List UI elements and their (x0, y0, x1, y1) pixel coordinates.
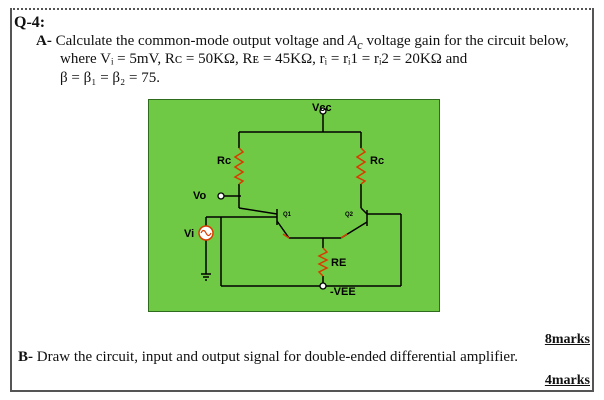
part-a-line3: β = β₁ = β₂ = 75. (60, 70, 160, 86)
re-label: RE (331, 257, 346, 269)
q2-collector (360, 207, 368, 215)
circuit-schematic: Vcc Rc Rc Vo Q1 Q2 Vi RE -VEE (184, 102, 402, 298)
rc-left-resistor (233, 147, 245, 185)
part-b-text: Draw the circuit, input and output signa… (36, 349, 518, 365)
vcc-label: Vcc (312, 102, 332, 114)
circuit-diagram: Vcc Rc Rc Vo Q1 Q2 Vi RE -VEE (148, 99, 440, 312)
ac-subscript: c (357, 38, 363, 52)
page-border (10, 8, 594, 392)
q1-collector (238, 207, 278, 215)
rc-right-resistor (355, 147, 367, 185)
vcc-terminal (319, 107, 327, 115)
q2-arrow (340, 233, 348, 239)
part-a-line1: A- Calculate the common-mode output volt… (36, 32, 592, 54)
vee-terminal (319, 282, 327, 290)
q1-emitter (276, 220, 290, 239)
ground-icon (201, 273, 211, 281)
sine-wave-icon (200, 229, 212, 237)
part-a-line2: where Vᵢ = 5mV, Rᴄ = 50KΩ, Rᴇ = 45KΩ, rᵢ… (60, 51, 468, 67)
ac-symbol: A (348, 33, 358, 49)
vi-label: Vi (184, 228, 194, 240)
marks-part-a: 8marks (544, 332, 590, 347)
q1-arrow (282, 233, 290, 239)
rc-left-label: Rc (217, 155, 231, 167)
rc-right-label: Rc (370, 155, 384, 167)
vee-label: -VEE (330, 286, 356, 298)
q2-label: Q2 (345, 212, 354, 218)
part-a-text: Calculate the common-mode output voltage… (55, 33, 345, 49)
part-a-text-end: voltage gain for the circuit below, (366, 33, 569, 49)
part-b-label: B- (18, 349, 33, 365)
part-b: B- Draw the circuit, input and output si… (18, 349, 518, 366)
part-a-label: A- (36, 33, 52, 49)
re-resistor (317, 247, 329, 277)
vo-label: Vo (193, 190, 207, 202)
marks-part-b: 4marks (544, 373, 590, 388)
q1-label: Q1 (283, 212, 292, 218)
vo-terminal (217, 192, 225, 200)
question-title: Q-4: (14, 14, 46, 31)
